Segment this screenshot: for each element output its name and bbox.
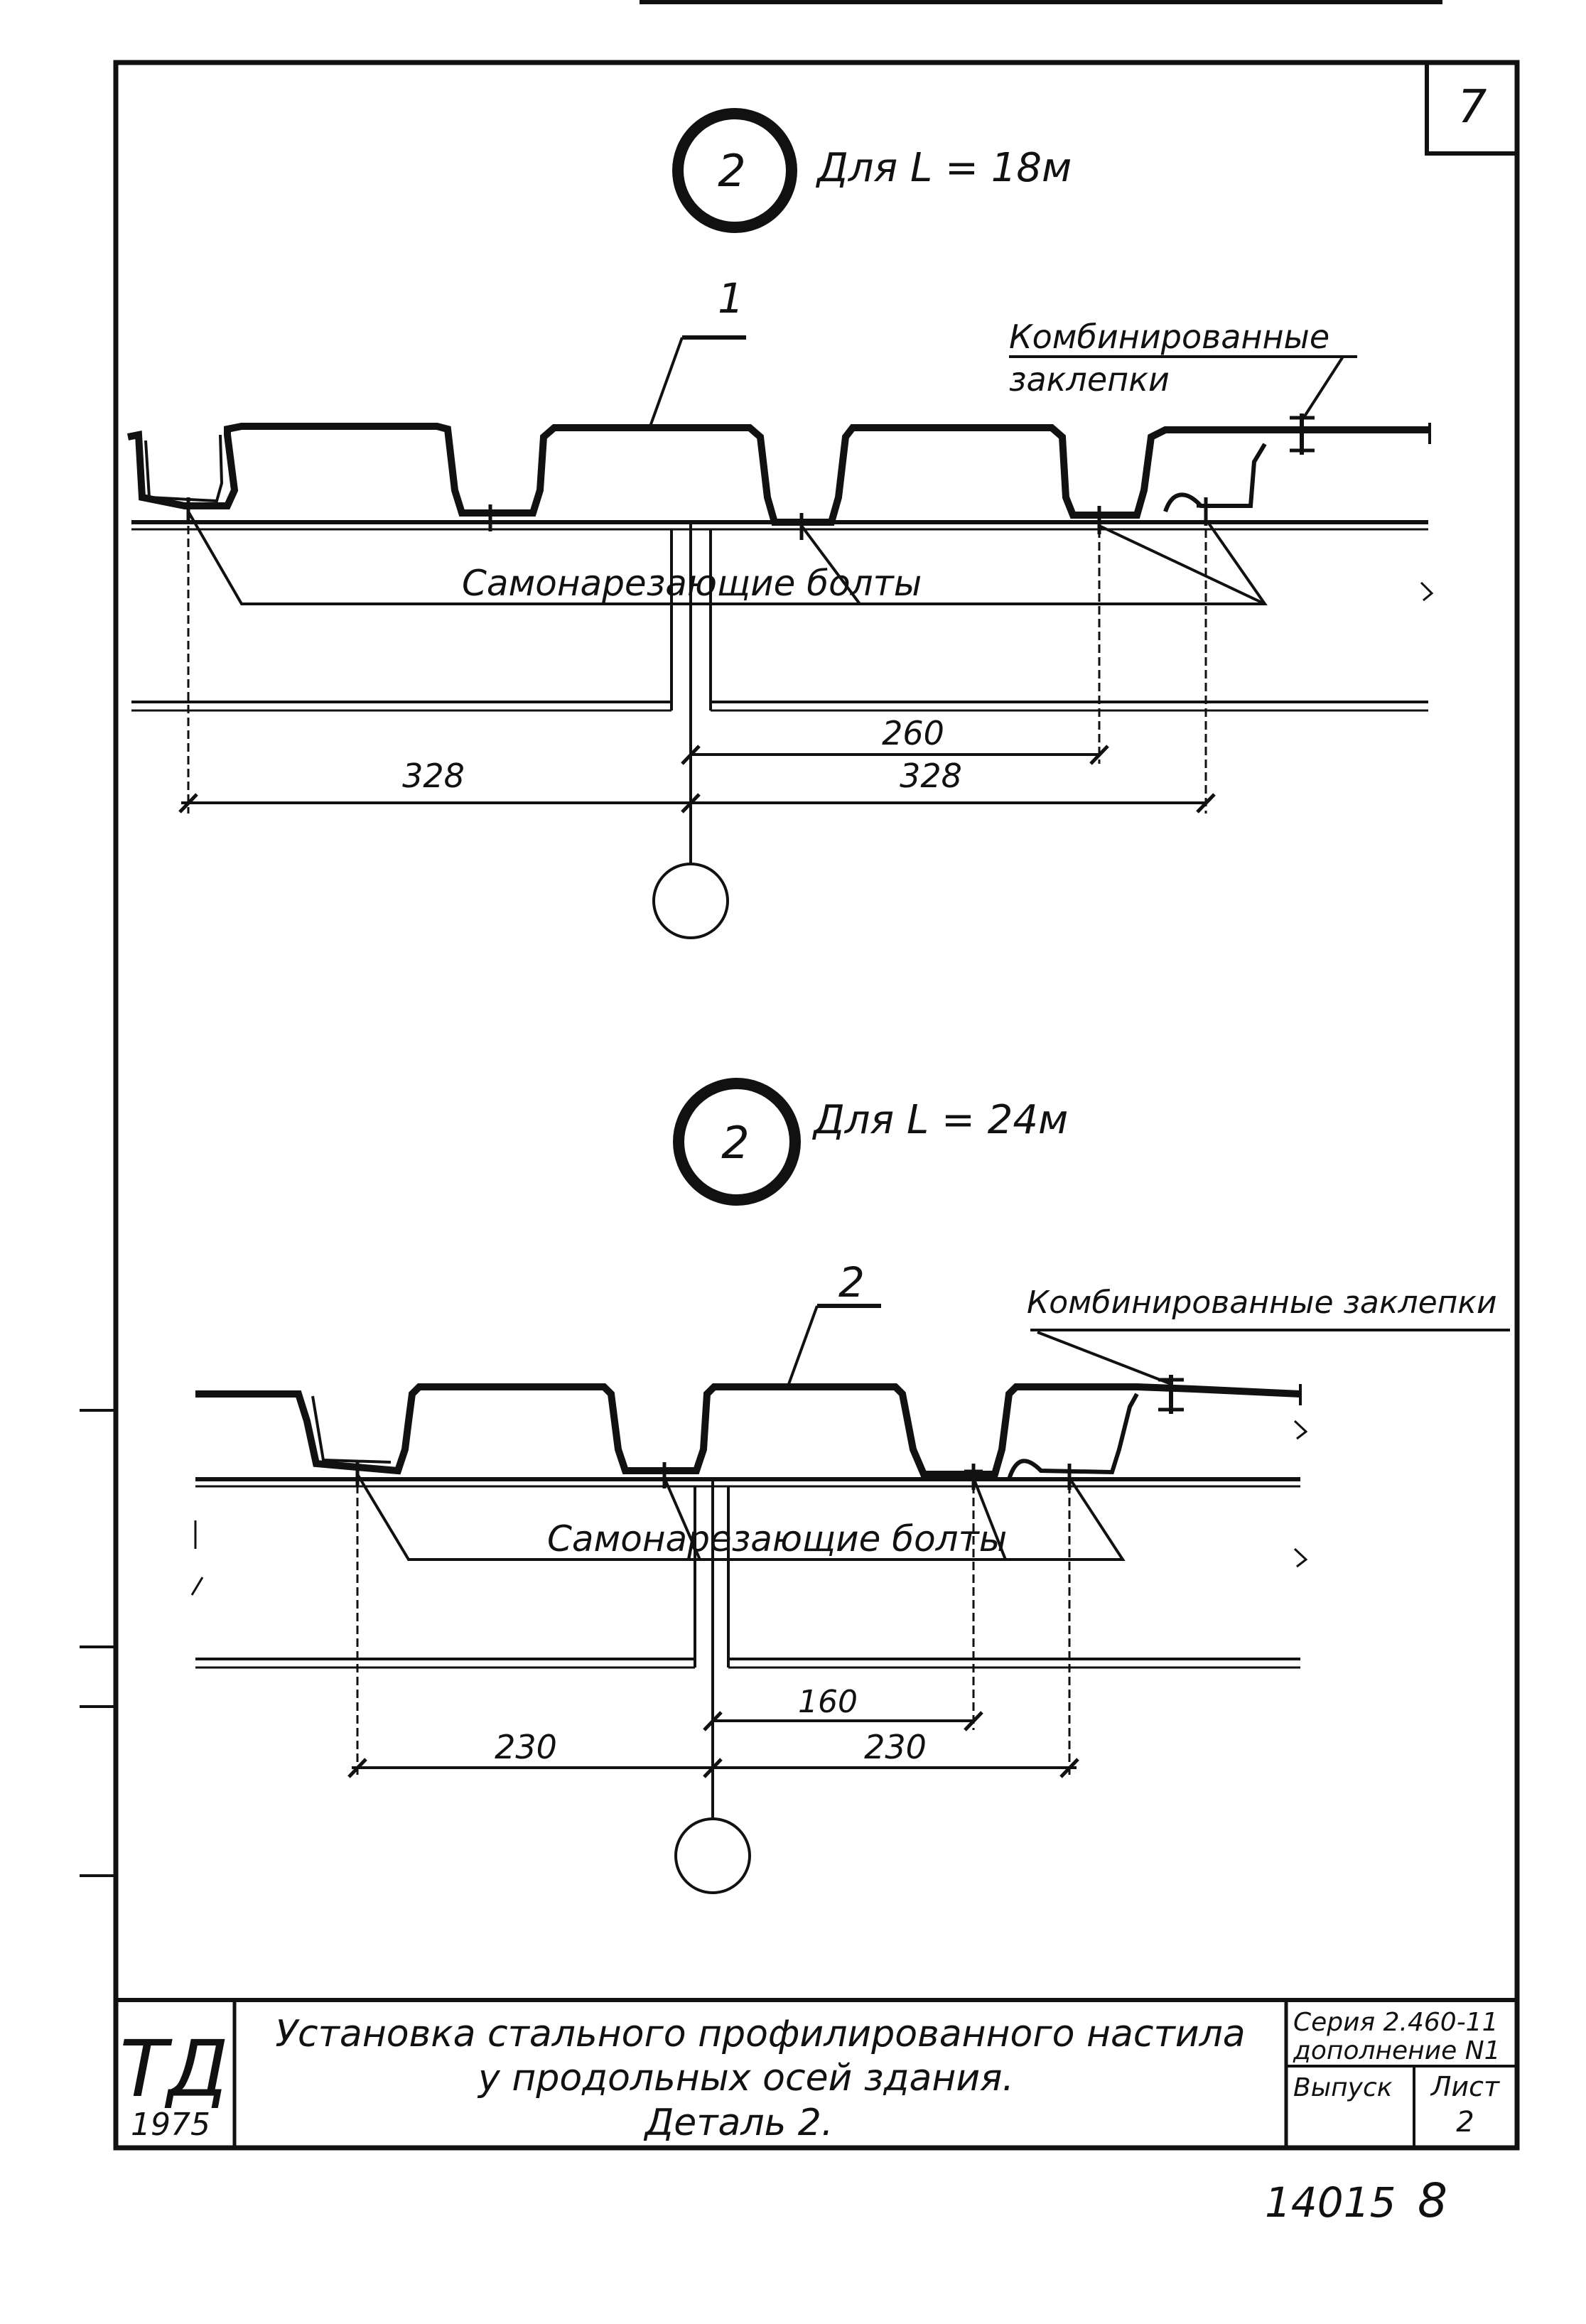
detail-2: 2 Для L = 24м 2 Комбинированные заклепки — [190, 1078, 1510, 1894]
detail-2-dimensions — [347, 1485, 1079, 1778]
detail-2-bolts-label: Самонарезающие болты — [547, 1518, 1007, 1560]
detail-1-bolts — [179, 497, 1215, 540]
detail-2-dim-c: 230 — [864, 1728, 927, 1766]
detail-1-dim-b: 260 — [882, 714, 944, 752]
detail-2-bolts — [348, 1460, 1079, 1490]
detail-2-dim-a: 230 — [495, 1728, 557, 1766]
detail-1: 2 Для L = 18м 1 Комбинированные заклепки — [127, 108, 1434, 939]
detail-2-axis-marker — [674, 1817, 751, 1894]
title-block-logo: ТД — [119, 2023, 228, 2114]
detail-1-marker-number: 2 — [718, 145, 745, 197]
detail-2-marker-number: 2 — [721, 1117, 749, 1169]
page-number-box: 7 — [1425, 60, 1519, 156]
detail-1-beams — [131, 520, 1434, 712]
detail-1-rivet — [1290, 414, 1315, 455]
detail-1-rivets-label-line1: Комбинированные — [1009, 318, 1329, 356]
detail-1-marker: 2 — [672, 108, 797, 233]
detail-1-condition: Для L = 18м — [815, 145, 1072, 191]
detail-2-rivets-label: Комбинированные заклепки — [1027, 1285, 1497, 1321]
detail-2-deck-label: 2 — [838, 1258, 865, 1307]
title-block-year: 1975 — [131, 2107, 210, 2143]
page-number: 7 — [1458, 81, 1487, 134]
title-line-1: Установка стального профилированного нас… — [275, 2013, 1245, 2055]
detail-2-dim-b: 160 — [798, 1684, 858, 1720]
title-block: ТД 1975 Установка стального профилирован… — [116, 1998, 1517, 2148]
detail-2-beams — [190, 1420, 1308, 1669]
title-line-3: Деталь 2. — [644, 2102, 834, 2144]
detail-1-profiled-deck — [127, 423, 1428, 526]
detail-2-marker: 2 — [673, 1078, 801, 1206]
detail-1-axis-marker — [652, 863, 729, 939]
sheet-label: Лист — [1430, 2071, 1501, 2102]
detail-1-dim-c: 328 — [900, 757, 962, 795]
detail-1-dimensions — [178, 526, 1216, 814]
detail-1-deck-label: 1 — [718, 274, 744, 323]
detail-1-dim-a: 328 — [402, 757, 465, 795]
series-line-2: дополнение N1 — [1293, 2036, 1501, 2065]
inventory-page: 8 — [1418, 2173, 1447, 2228]
detail-1-rivets-label-line2: заклепки — [1009, 360, 1170, 399]
title-line-2: у продольных осей здания. — [477, 2057, 1014, 2099]
margin-ticks — [80, 1409, 117, 1877]
sheet-number: 2 — [1456, 2106, 1474, 2139]
sheet-frame — [113, 60, 1520, 2151]
inventory-number: 14015 — [1265, 2178, 1396, 2227]
issue-label: Выпуск — [1293, 2073, 1393, 2102]
detail-2-condition: Для L = 24м — [811, 1097, 1068, 1143]
detail-2-rivet — [1158, 1375, 1184, 1414]
detail-2-profiled-deck — [195, 1383, 1301, 1480]
series-line-1: Серия 2.460-11 — [1293, 2008, 1499, 2037]
